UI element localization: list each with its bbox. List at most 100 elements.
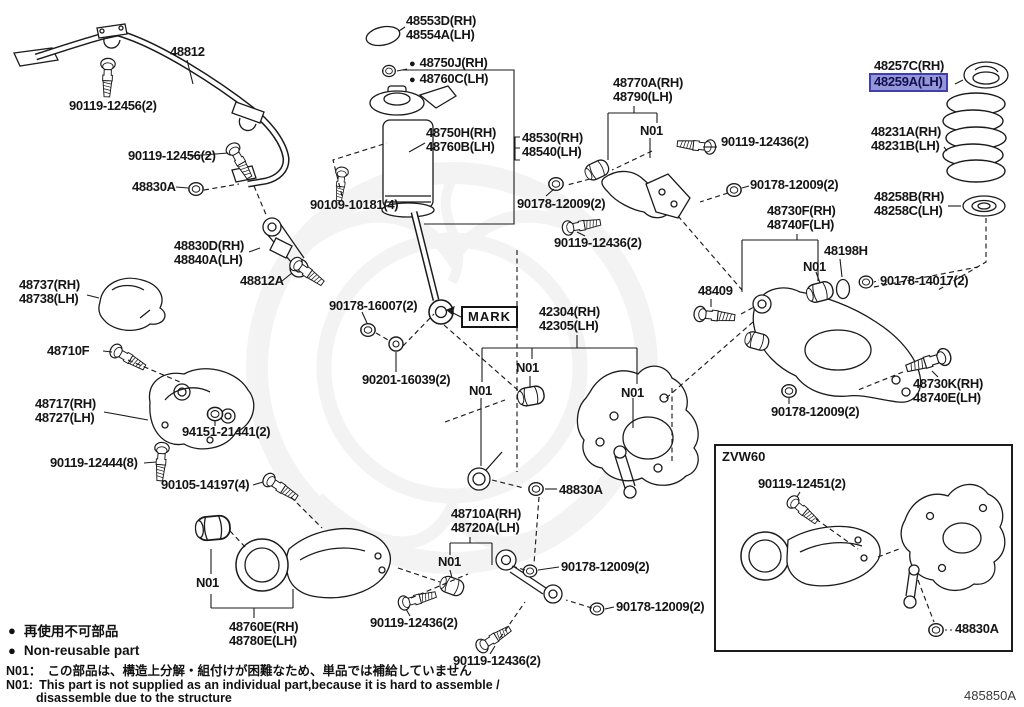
part-label-48737[interactable]: 48737(RH) 48738(LH) <box>19 278 80 305</box>
part-label-48760e[interactable]: 48760E(RH) 48780E(LH) <box>229 620 299 648</box>
label-line: 48530(RH) <box>522 130 583 145</box>
label-line: 90178-12009(2) <box>750 177 839 192</box>
legend-row-jp: ● 再使用不可部品 <box>8 620 139 640</box>
part-number: 48750J(RH) <box>419 55 488 70</box>
non-reusable-bullet-icon: ● <box>8 643 16 658</box>
note-ref-n01-1: N01 <box>640 124 663 138</box>
label-line: 94151-21441(2) <box>182 424 271 439</box>
note-ref-n01-5: N01 <box>621 386 644 400</box>
label-line: 90119-12451(2) <box>758 476 846 491</box>
part-label-48530[interactable]: 48530(RH) 48540(LH) <box>522 131 583 158</box>
part-label-90178-14017[interactable]: 90178-14017(2) <box>880 273 969 288</box>
label-line: 48740F(LH) <box>767 216 835 232</box>
part-label-90119-12456-1[interactable]: 90119-12456(2) <box>69 99 157 113</box>
part-label-90109-10181[interactable]: 90109-10181(4) <box>310 198 399 212</box>
note-prefix: N01: <box>6 678 34 692</box>
part-label-48257c[interactable]: 48257C(RH) <box>874 59 944 73</box>
part-label-90119-12456-2[interactable]: 90119-12456(2) <box>128 149 216 163</box>
part-label-48409[interactable]: 48409 <box>698 284 733 298</box>
part-label-48812[interactable]: 48812 <box>170 45 205 59</box>
part-label-90178-12009-1[interactable]: 90178-12009(2) <box>750 177 839 192</box>
part-label-48258[interactable]: 48258B(RH) 48258C(LH) <box>874 190 944 217</box>
label-line: 48730F(RH) <box>767 203 836 218</box>
part-label-90178-12009-5[interactable]: 90178-12009(2) <box>616 600 705 614</box>
dashed-assembly-lines <box>127 142 987 639</box>
part-label-90178-12009-2[interactable]: 90178-12009(2) <box>517 197 606 211</box>
note-ref-n01-4: N01 <box>469 384 492 398</box>
label-line: 48540(LH) <box>522 143 582 159</box>
label-line: 90178-12009(2) <box>561 559 650 574</box>
label-line: 90201-16039(2) <box>362 372 451 387</box>
part-label-90119-12444[interactable]: 90119-12444(8) <box>50 456 138 470</box>
part-label-48812a[interactable]: 48812A <box>240 274 284 288</box>
watermark <box>246 162 658 574</box>
part-label-48830a-1[interactable]: 48830A <box>132 180 176 194</box>
legend: ● 再使用不可部品 ● Non-reusable part <box>8 620 139 661</box>
part-label-90119-12436-2[interactable]: 90119-12436(2) <box>554 236 642 250</box>
label-line: 90178-14017(2) <box>880 273 969 288</box>
legend-text-jp: 再使用不可部品 <box>23 624 119 639</box>
part-label-90119-12436-4[interactable]: 90119-12436(2) <box>453 654 541 668</box>
part-label-48198h[interactable]: 48198H <box>824 244 868 258</box>
label-line: 48553D(RH) <box>406 13 476 28</box>
part-label-48259a-selected[interactable]: 48259A(LH) <box>869 73 948 92</box>
label-line: 48770A(RH) <box>613 75 683 90</box>
part-label-90178-12009-3[interactable]: 90178-12009(2) <box>771 405 860 419</box>
label-line: 42304(RH) <box>539 304 600 319</box>
note-ref-n01-6: N01 <box>438 555 461 569</box>
part-label-90178-12009-4[interactable]: 90178-12009(2) <box>561 559 650 574</box>
note-ref-n01-3: N01 <box>516 361 539 375</box>
part-label-90178-16007[interactable]: 90178-16007(2) <box>329 299 418 313</box>
upper-control-arm-drawing <box>581 157 691 219</box>
inset-drawing <box>740 483 1006 609</box>
part-label-48717[interactable]: 48717(RH) 48727(LH) <box>35 397 96 424</box>
part-label-90119-12436-3[interactable]: 90119-12436(2) <box>370 616 458 630</box>
part-label-48730k[interactable]: 48730K(RH) 48740E(LH) <box>913 377 983 404</box>
trailing-arm-drawing <box>193 513 391 599</box>
part-label-48710a[interactable]: 48710A(RH) 48720A(LH) <box>451 507 521 534</box>
bracket-lines <box>210 69 819 618</box>
label-line: 48409 <box>698 283 733 298</box>
part-label-48830d[interactable]: 48830D(RH) 48840A(LH) <box>174 239 244 266</box>
lower-control-arm-drawing <box>742 278 922 403</box>
label-line: ● 48750J(RH) <box>409 56 488 72</box>
part-label-48730f[interactable]: 48730F(RH) 48740F(LH) <box>767 204 836 231</box>
part-label-48770a[interactable]: 48770A(RH) 48790(LH) <box>613 76 683 103</box>
part-label-90119-12436-1[interactable]: 90119-12436(2) <box>721 135 809 149</box>
label-line: N01 <box>621 385 644 400</box>
label-line: 48830A <box>559 482 603 497</box>
label-line: N01 <box>516 360 539 375</box>
label-line: 90119-12456(2) <box>69 98 157 113</box>
inset-box-zvw60: ZVW60 <box>714 444 1013 652</box>
part-label-48830a-3[interactable]: 48830A <box>955 622 999 636</box>
label-line: 48231B(LH) <box>871 137 940 153</box>
label-line: N01 <box>803 259 826 274</box>
inset-title: ZVW60 <box>722 449 766 464</box>
part-label-42304[interactable]: 42304(RH) 42305(LH) <box>539 305 600 332</box>
part-label-48750h[interactable]: 48750H(RH) 48760B(LH) <box>426 126 496 153</box>
legend-row-en: ● Non-reusable part <box>8 643 139 658</box>
label-line: 90119-12456(2) <box>128 148 216 163</box>
label-line: 48780E(LH) <box>229 632 297 648</box>
label-line: 42305(LH) <box>539 317 599 333</box>
part-label-48750j[interactable]: ● 48750J(RH) ● 48760C(LH) <box>409 56 489 87</box>
label-line: 48258B(RH) <box>874 189 944 204</box>
part-label-90105-14197[interactable]: 90105-14197(4) <box>161 478 250 492</box>
label-line: 48198H <box>824 243 868 258</box>
part-label-90201-16039[interactable]: 90201-16039(2) <box>362 372 451 387</box>
part-label-90119-12451[interactable]: 90119-12451(2) <box>758 477 846 491</box>
label-line: 48830D(RH) <box>174 238 244 253</box>
label-line: 48738(LH) <box>19 290 79 306</box>
coil-spring-drawing <box>942 61 1009 217</box>
label-line: 90119-12436(2) <box>721 134 809 149</box>
part-label-48231[interactable]: 48231A(RH) 48231B(LH) <box>871 125 941 152</box>
part-label-48830a-2[interactable]: 48830A <box>559 483 603 497</box>
label-line: N01 <box>640 123 663 138</box>
note-ref-n01-2: N01 <box>803 260 826 274</box>
part-label-48553d[interactable]: 48553D(RH) 48554A(LH) <box>406 14 476 41</box>
stabilizer-bar-drawing <box>13 23 290 188</box>
label-line: 48790(LH) <box>613 88 673 104</box>
part-label-48710f[interactable]: 48710F <box>47 344 90 358</box>
part-label-94151-21441[interactable]: 94151-21441(2) <box>182 424 271 439</box>
